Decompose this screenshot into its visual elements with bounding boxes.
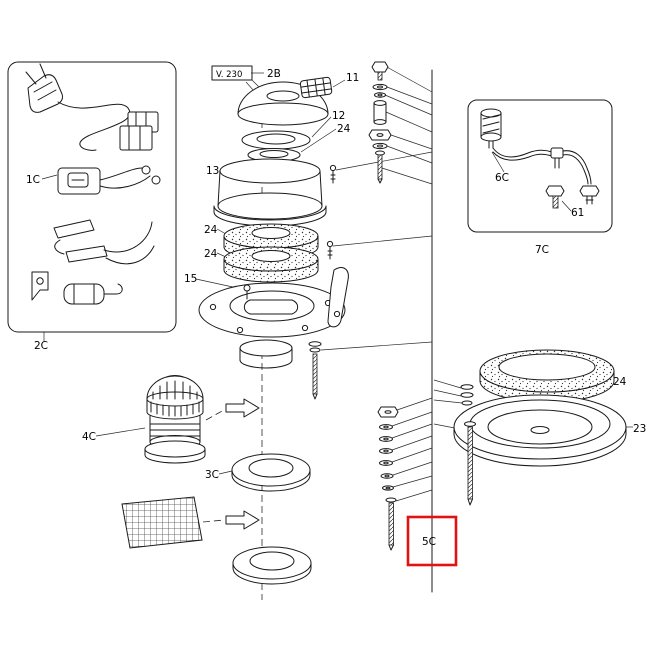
part-label-1c: 1C: [26, 174, 40, 186]
voltage-label-box: [211, 65, 253, 81]
gasket-ring-lower: [232, 546, 312, 585]
vent-grid-plate: [299, 76, 333, 99]
fastener-cascade-5c: [377, 406, 399, 551]
fastener-column-top: [368, 61, 392, 184]
power-cord: [57, 101, 131, 151]
power-plug: [27, 74, 63, 113]
part-label-15: 15: [184, 273, 197, 285]
filter-grid: [121, 496, 203, 549]
tee-fitting: [550, 147, 564, 159]
side-screws: [326, 164, 337, 260]
part-label-v230: V. 230: [216, 70, 242, 80]
hose-kit-inset: [467, 99, 613, 233]
part-label-24: 24: [613, 376, 627, 388]
hose: [492, 147, 553, 158]
part-label-23: 23: [633, 423, 646, 435]
fitting-61: [545, 185, 565, 197]
foam-filter-rings: [223, 223, 319, 283]
mount-bracket: [31, 271, 49, 301]
part-label-7c: 7C: [535, 244, 549, 256]
highlight-box: [406, 515, 458, 567]
part-label-24: 24: [337, 123, 351, 135]
motor-head-exploded-stack: [198, 76, 349, 400]
inline-connector: [53, 219, 95, 239]
part-label-2c: 2C: [34, 340, 48, 352]
part-label-11: 11: [346, 72, 359, 84]
capacitor: [63, 283, 105, 305]
tank-rim-assembly: [453, 349, 627, 506]
part-label-5c: 5C: [422, 536, 436, 548]
gasket-24-top: [247, 148, 301, 162]
part-label-13: 13: [206, 165, 219, 177]
part-label-61: 61: [571, 207, 584, 219]
part-label-2b: 2B: [267, 68, 281, 80]
part-label-24: 24: [204, 224, 218, 236]
part-label-24: 24: [204, 248, 218, 260]
part-label-3c: 3C: [205, 469, 219, 481]
part-label-12: 12: [332, 110, 345, 122]
assembly-direction-arrows: [202, 398, 260, 530]
vacuum-motor-4c: [144, 375, 206, 464]
seal-ring-12: [241, 130, 311, 150]
gasket-ring-3c: [231, 453, 311, 492]
pressure-switch: [480, 108, 502, 118]
arrow-right-icon: [225, 398, 260, 418]
motor-housing-13: [213, 158, 327, 227]
part-label-6c: 6C: [495, 172, 509, 184]
arrow-right-icon: [225, 510, 260, 530]
carry-handle: [327, 267, 349, 328]
base-plate-15: [198, 267, 349, 400]
part-label-4c: 4C: [82, 431, 96, 443]
electrical-parts-inset: [7, 61, 177, 333]
